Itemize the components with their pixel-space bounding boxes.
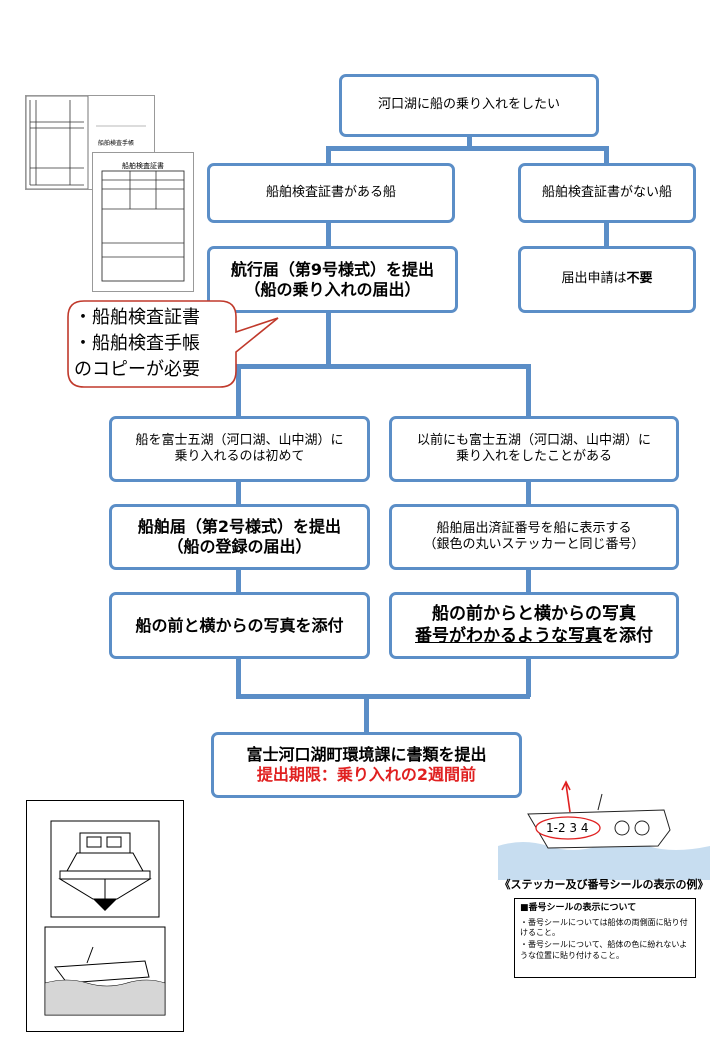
photo-new-box: 船の前と横からの写真を添付 — [109, 592, 370, 659]
final-box: 富士河口湖町環境課に書類を提出 提出期限：乗り入れの2週間前 — [211, 732, 522, 798]
connector — [236, 694, 530, 699]
start-box: 河口湖に船の乗り入れをしたい — [339, 74, 599, 137]
submit-vessel-line2: （船の登録の届出） — [167, 537, 312, 556]
certificate-drawing — [101, 170, 185, 282]
sticker-number: 1-2 3 4 — [546, 821, 589, 835]
passbook-drawing — [25, 95, 146, 190]
with-cert-text: 船舶検査証書がある船 — [265, 184, 396, 200]
submit-vessel-box: 船舶届（第2号様式）を提出 （船の登録の届出） — [109, 504, 370, 570]
submit-navigation-line2: （船の乗り入れの届出） — [244, 279, 421, 299]
submit-navigation-line1: 航行届（第9号様式）を提出 — [230, 259, 435, 279]
no-application-box: 届出申請は不要 — [518, 246, 696, 313]
certificate-title: 船舶検査証書 — [122, 162, 164, 170]
connector — [604, 146, 609, 166]
before-text: 以前にも富士五湖（河口湖、山中湖）に 乗り入れをしたことがある — [416, 432, 651, 464]
deadline-text: 提出期限：乗り入れの2週間前 — [256, 765, 477, 784]
callout-line1: ・船舶検査証書 — [74, 307, 200, 328]
boat-drawing — [44, 820, 166, 1016]
connector — [236, 364, 530, 369]
sticker-notice-item-2: ・番号シールについて、船体の色に紛れないような位置に貼り付けること。 — [520, 940, 688, 960]
connector — [364, 694, 369, 734]
photo-new-text: 船の前と横からの写真を添付 — [135, 615, 344, 635]
sticker-notice-box: ■番号シールの表示について ・番号シールについては船体の両側面に貼り付けること。… — [514, 898, 696, 978]
connector — [236, 364, 241, 418]
connector — [236, 657, 241, 697]
sticker-example: 1-2 3 4 《ステッカー及び番号シールの表示の例》 ■番号シールの表示につい… — [498, 780, 710, 980]
final-line1: 富士河口湖町環境課に書類を提出 — [246, 745, 487, 764]
photo-existing-box: 船の前からと横からの写真 番号がわかるような写真を添付 — [389, 592, 679, 659]
photo-existing-line2: 番号がわかるような写真を添付 — [415, 625, 653, 646]
connector — [236, 480, 241, 506]
certificate-image: 船舶検査証書 — [92, 152, 194, 292]
display-number-text: 船舶届出済証番号を船に表示する （銀色の丸いステッカーと同じ番号） — [423, 520, 645, 552]
passbook-image: 船舶検査手帳 — [25, 95, 155, 190]
boat-diagram-frame — [26, 800, 184, 1032]
callout-text: ・船舶検査証書 ・船舶検査手帳 のコピーが必要 — [74, 305, 234, 383]
connector — [326, 311, 331, 366]
connector — [326, 146, 331, 166]
callout-line3: のコピーが必要 — [74, 359, 200, 380]
first-time-box: 船を富士五湖（河口湖、山中湖）に 乗り入れるのは初めて — [109, 416, 370, 482]
without-cert-text: 船舶検査証書がない船 — [541, 184, 672, 200]
without-cert-box: 船舶検査証書がない船 — [518, 163, 696, 223]
connector — [604, 222, 609, 248]
connector — [326, 222, 331, 248]
submit-navigation-box: 航行届（第9号様式）を提出 （船の乗り入れの届出） — [207, 246, 458, 313]
connector — [526, 480, 531, 506]
connector — [526, 568, 531, 594]
display-number-box: 船舶届出済証番号を船に表示する （銀色の丸いステッカーと同じ番号） — [389, 504, 679, 570]
connector — [526, 364, 531, 418]
submit-vessel-line1: 船舶届（第2号様式）を提出 — [137, 517, 342, 536]
sticker-boat-drawing — [498, 780, 710, 880]
start-text: 河口湖に船の乗り入れをしたい — [377, 97, 560, 113]
callout-line2: ・船舶検査手帳 — [74, 333, 200, 354]
with-cert-box: 船舶検査証書がある船 — [207, 163, 455, 223]
before-box: 以前にも富士五湖（河口湖、山中湖）に 乗り入れをしたことがある — [389, 416, 679, 482]
passbook-title: 船舶検査手帳 — [98, 140, 135, 147]
no-application-text: 届出申請は不要 — [561, 271, 653, 287]
connector — [467, 136, 472, 148]
connector — [326, 146, 608, 151]
sticker-notice-title: ■番号シールの表示について — [520, 903, 637, 913]
first-time-text: 船を富士五湖（河口湖、山中湖）に 乗り入れるのは初めて — [135, 432, 344, 464]
connector — [526, 657, 531, 697]
connector — [236, 568, 241, 594]
no-application-bold: 不要 — [626, 271, 653, 287]
photo-existing-line1: 船の前からと横からの写真 — [432, 604, 636, 625]
sticker-caption: 《ステッカー及び番号シールの表示の例》 — [499, 878, 709, 891]
sticker-notice-item-1: ・番号シールについては船体の両側面に貼り付けること。 — [520, 917, 688, 938]
